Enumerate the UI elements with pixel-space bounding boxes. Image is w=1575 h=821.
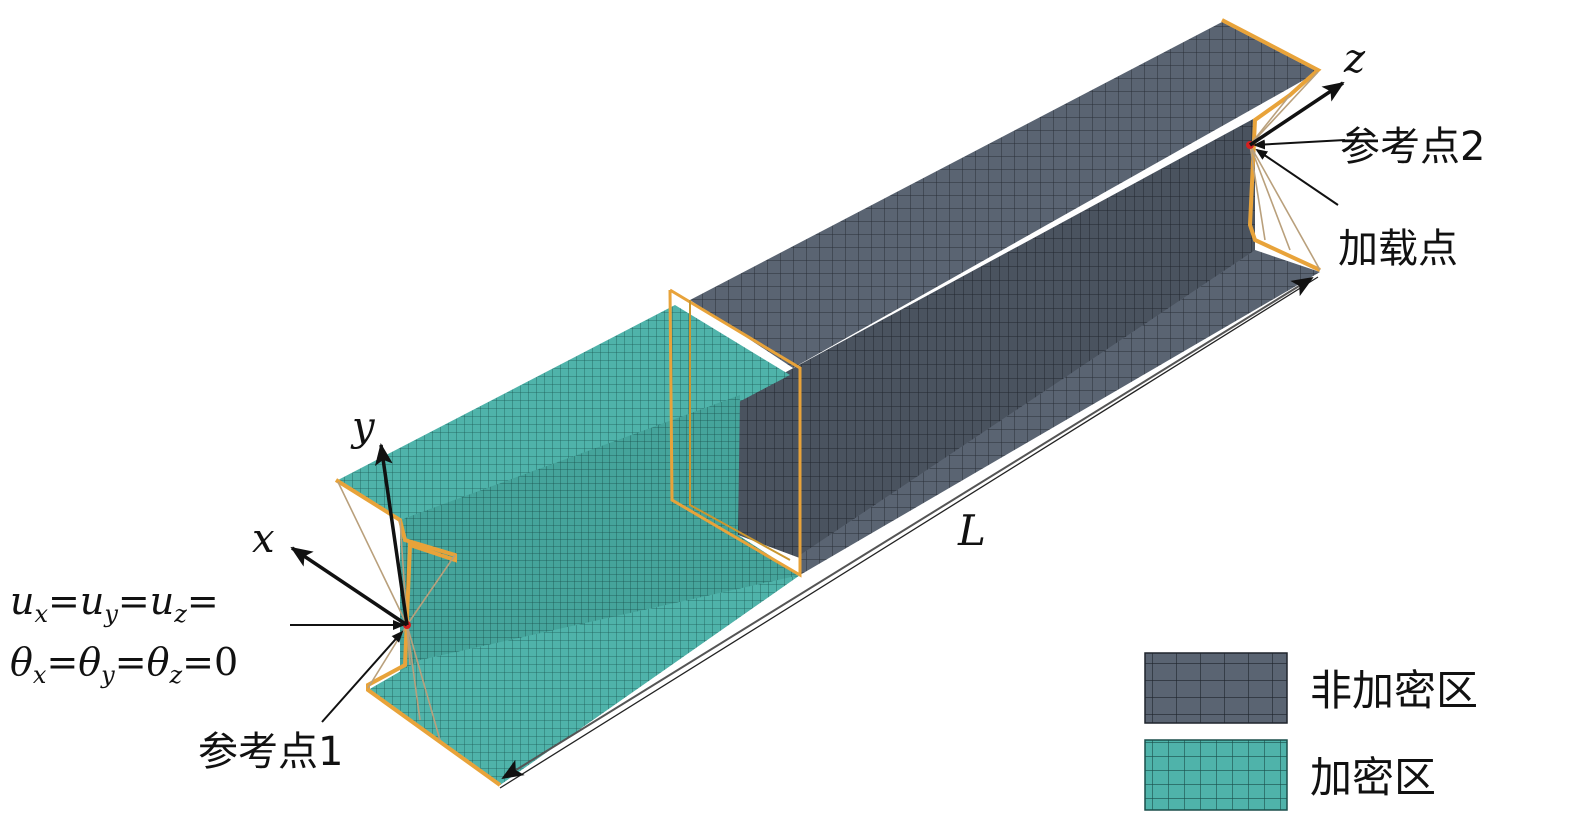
length-dimension <box>499 276 1319 789</box>
loading-point-label: 加载点 <box>1338 226 1458 272</box>
length-dimension-line <box>501 276 1314 780</box>
length-label: L <box>957 506 986 555</box>
loading-leader <box>1255 148 1339 206</box>
y-axis-arrow <box>374 443 409 626</box>
legend: 非加密区 加密区 <box>1144 652 1478 811</box>
leader-lines <box>290 139 1346 723</box>
axis-y-label: y <box>350 404 376 450</box>
z-axis-arrow <box>1249 81 1345 147</box>
axis-z-label: z <box>1343 36 1366 82</box>
legend-swatch-coarse <box>1144 652 1288 724</box>
reference-point-1-label: 参考点1 <box>198 729 343 775</box>
axis-x-label: x <box>252 516 275 562</box>
legend-swatch-fine <box>1144 739 1288 811</box>
constraint-fan-2 <box>1249 71 1321 271</box>
x-axis-arrow <box>290 546 408 627</box>
ref2-leader <box>1253 139 1346 150</box>
legend-label-fine: 加密区 <box>1310 753 1436 802</box>
legend-label-coarse: 非加密区 <box>1310 666 1478 715</box>
ref1-leader <box>321 630 404 723</box>
reference-point-2-label: 参考点2 <box>1340 124 1485 170</box>
bc-displacement-label: ux=uy=uz= <box>10 579 219 628</box>
coordinate-axes <box>290 81 1345 627</box>
far-end-section <box>1221 18 1322 272</box>
bc-rotation-label: θx=θy=θz=0 <box>10 640 238 689</box>
